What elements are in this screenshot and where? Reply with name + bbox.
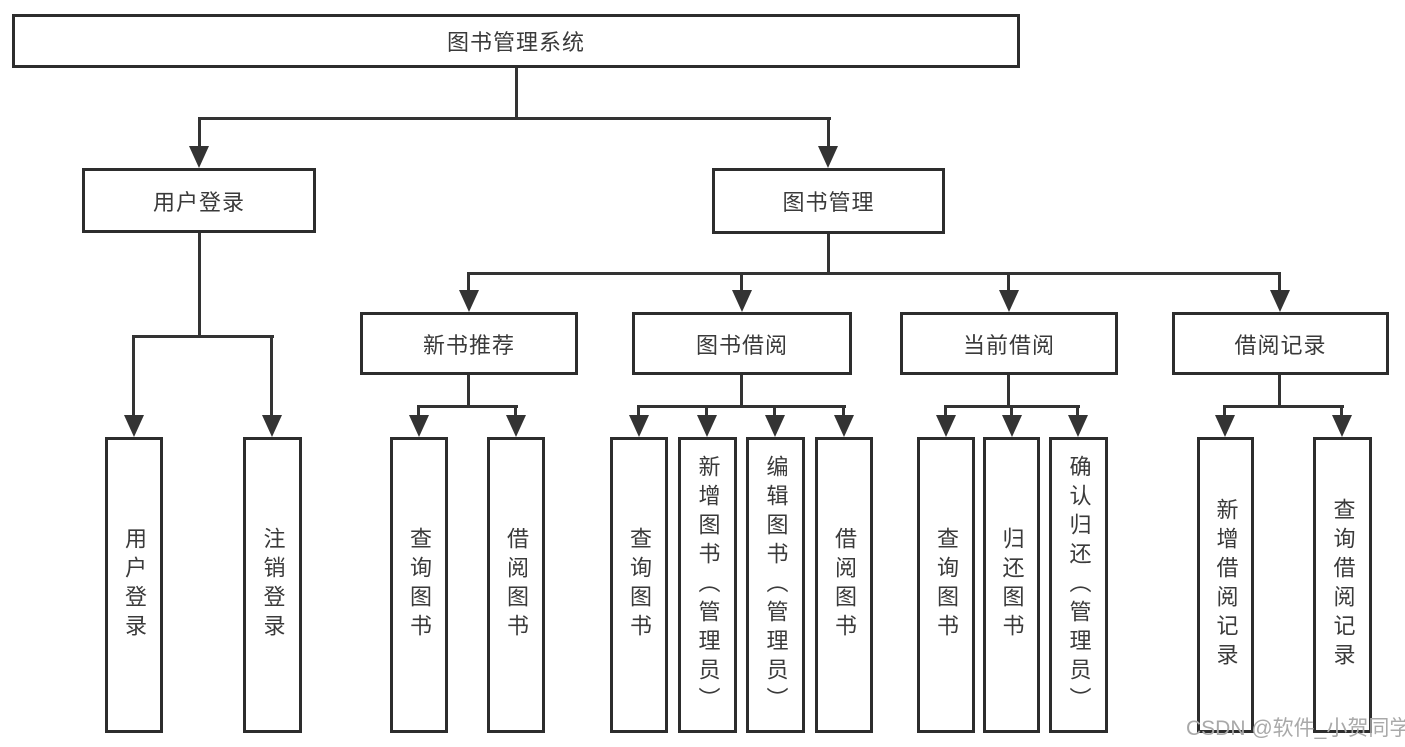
connector-line (842, 405, 845, 417)
connector-line (944, 405, 947, 417)
leaf-query-books-2-label: 查询图书 (627, 527, 652, 643)
connector-line (1007, 272, 1010, 292)
leaf-edit-book-admin: 编辑图书（管理员） (746, 437, 805, 733)
connector-line (705, 405, 708, 417)
node-book-management-label: 图书管理 (782, 190, 875, 215)
arrow-down-icon (459, 290, 479, 312)
leaf-borrow-books-1: 借阅图书 (487, 437, 545, 733)
connector-line (740, 272, 743, 292)
arrow-down-icon (834, 415, 854, 437)
connector-line (417, 405, 518, 408)
leaf-add-book-admin: 新增图书（管理员） (678, 437, 737, 733)
connector-line (467, 272, 1281, 275)
leaf-user-login: 用户登录 (105, 437, 163, 733)
node-current-borrow: 当前借阅 (900, 312, 1118, 375)
csdn-watermark: CSDN @软件_小贺同学 (1186, 717, 1405, 740)
leaf-confirm-return-admin: 确认归还（管理员） (1049, 437, 1108, 733)
node-user-login-label: 用户登录 (152, 189, 245, 215)
arrow-down-icon (999, 290, 1019, 312)
arrow-down-icon (1068, 415, 1088, 437)
leaf-borrow-books-2: 借阅图书 (815, 437, 873, 733)
node-borrow-records: 借阅记录 (1172, 312, 1389, 375)
connector-line (637, 405, 640, 417)
arrow-down-icon (1002, 415, 1022, 437)
connector-line (1076, 405, 1079, 417)
node-book-borrow-label: 图书借阅 (695, 332, 788, 358)
arrow-down-icon (936, 415, 956, 437)
leaf-query-books-1-label: 查询图书 (407, 527, 432, 643)
node-new-book-recommend-label: 新书推荐 (422, 332, 515, 358)
arrow-down-icon (629, 415, 649, 437)
arrow-down-icon (262, 415, 282, 437)
arrow-down-icon (697, 415, 717, 437)
leaf-query-books-2: 查询图书 (610, 437, 668, 733)
connector-line (132, 335, 274, 338)
connector-line (514, 405, 517, 417)
connector-line (1340, 405, 1343, 417)
leaf-add-book-admin-label: 新增图书（管理员） (695, 454, 721, 716)
connector-line (740, 375, 743, 405)
arrow-down-icon (1270, 290, 1290, 312)
connector-line (827, 234, 830, 272)
node-borrow-records-label: 借阅记录 (1234, 332, 1327, 358)
leaf-query-borrow-record: 查询借阅记录 (1313, 437, 1372, 733)
node-book-management: 图书管理 (712, 168, 945, 234)
leaf-query-borrow-record-label: 查询借阅记录 (1330, 498, 1356, 672)
node-book-borrow: 图书借阅 (632, 312, 852, 375)
connector-line (270, 335, 273, 415)
leaf-borrow-books-1-label: 借阅图书 (504, 527, 529, 643)
arrow-down-icon (1215, 415, 1235, 437)
arrow-down-icon (124, 415, 144, 437)
arrow-down-icon (409, 415, 429, 437)
connector-line (1223, 405, 1226, 417)
node-user-login: 用户登录 (82, 168, 316, 233)
leaf-user-login-label: 用户登录 (122, 527, 147, 643)
arrow-down-icon (765, 415, 785, 437)
node-new-book-recommend: 新书推荐 (360, 312, 578, 375)
arrow-down-icon (818, 146, 838, 168)
connector-line (198, 117, 831, 120)
leaf-query-books-3: 查询图书 (917, 437, 975, 733)
connector-line (417, 405, 420, 417)
connector-line (1007, 375, 1010, 405)
connector-line (1223, 405, 1344, 408)
node-root-label: 图书管理系统 (446, 30, 585, 55)
connector-line (132, 335, 135, 415)
leaf-add-borrow-record: 新增借阅记录 (1197, 437, 1254, 733)
connector-line (467, 375, 470, 405)
leaf-add-borrow-record-label: 新增借阅记录 (1213, 498, 1239, 672)
leaf-logout: 注销登录 (243, 437, 302, 733)
connector-line (773, 405, 776, 417)
node-current-borrow-label: 当前借阅 (962, 332, 1055, 358)
leaf-borrow-books-2-label: 借阅图书 (832, 527, 857, 643)
leaf-query-books-3-label: 查询图书 (934, 527, 959, 643)
connector-line (467, 272, 470, 292)
leaf-return-book-label: 归还图书 (999, 527, 1025, 643)
arrow-down-icon (732, 290, 752, 312)
node-root: 图书管理系统 (12, 14, 1020, 68)
leaf-query-books-1: 查询图书 (390, 437, 448, 733)
arrow-down-icon (1332, 415, 1352, 437)
leaf-confirm-return-admin-label: 确认归还（管理员） (1066, 454, 1092, 716)
connector-line (198, 117, 201, 148)
connector-line (827, 117, 830, 148)
leaf-return-book: 归还图书 (983, 437, 1040, 733)
arrow-down-icon (506, 415, 526, 437)
connector-line (637, 405, 846, 408)
connector-line (515, 68, 518, 117)
connector-line (1278, 375, 1281, 405)
connector-line (198, 233, 201, 335)
leaf-edit-book-admin-label: 编辑图书（管理员） (763, 454, 789, 716)
connector-line (1010, 405, 1013, 417)
arrow-down-icon (189, 146, 209, 168)
connector-line (1278, 272, 1281, 292)
leaf-logout-label: 注销登录 (260, 527, 286, 643)
